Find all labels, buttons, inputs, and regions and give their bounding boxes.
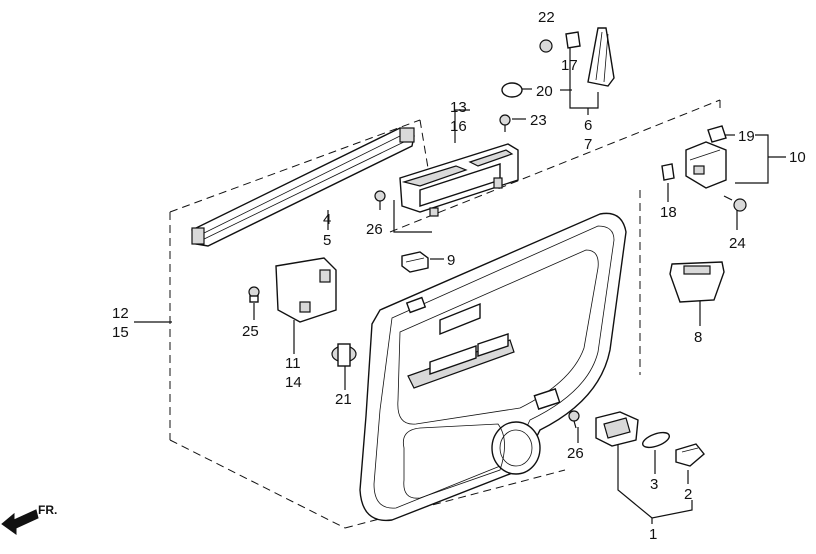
callout-label: 7 [584, 136, 592, 153]
callout-label: 6 [584, 117, 592, 134]
callout-label: 20 [536, 83, 553, 100]
front-direction-label: FR. [38, 503, 57, 517]
switch-panel-part [399, 143, 519, 217]
lamp-parts [595, 411, 705, 467]
clips-right [661, 163, 747, 212]
callout-label: 2 [684, 486, 692, 503]
callout-label: 9 [447, 252, 455, 269]
callout-label: 22 [538, 9, 555, 26]
callout-label: 3 [650, 476, 658, 493]
callout-label: 23 [530, 112, 547, 129]
callout-label: 24 [729, 235, 746, 252]
callout-label: 15 [112, 324, 129, 341]
fasteners-top [499, 31, 581, 132]
callout-label: 21 [335, 391, 352, 408]
leader-lines [134, 38, 786, 524]
assembly-outline [169, 99, 721, 529]
callout-label: 16 [450, 118, 467, 135]
front-direction-indicator: FR. [1, 503, 57, 535]
corner-cover-part [587, 27, 615, 87]
callout-label: 4 [323, 211, 331, 228]
callout-label: 17 [561, 57, 578, 74]
callout-label: 25 [242, 323, 259, 340]
bracket-part [685, 125, 727, 189]
callout-label: 19 [738, 128, 755, 145]
weatherstrip-part [191, 127, 415, 247]
clip-9-part [401, 251, 429, 273]
door-lining-panel [359, 212, 627, 522]
clip-25-part [248, 286, 260, 303]
callout-label: 1 [649, 526, 657, 543]
callout-label: 18 [660, 204, 677, 221]
clip-21-part [331, 343, 357, 367]
pad-part [275, 257, 337, 323]
clip-26-parts [374, 190, 580, 429]
callout-label: 5 [323, 232, 331, 249]
callout-label: 12 [112, 305, 129, 322]
callout-label: 13 [450, 99, 467, 116]
callout-label: 14 [285, 374, 302, 391]
callout-label: 10 [789, 149, 806, 166]
callout-label: 26 [567, 445, 584, 462]
callout-label: 8 [694, 329, 702, 346]
callout-label: 11 [285, 355, 301, 372]
callout-label: 26 [366, 221, 383, 238]
pocket-part [669, 261, 725, 303]
callout-labels: 22 17 20 23 13 16 6 7 19 10 4 5 26 9 18 … [112, 9, 806, 543]
front-arrow-icon [1, 509, 39, 535]
